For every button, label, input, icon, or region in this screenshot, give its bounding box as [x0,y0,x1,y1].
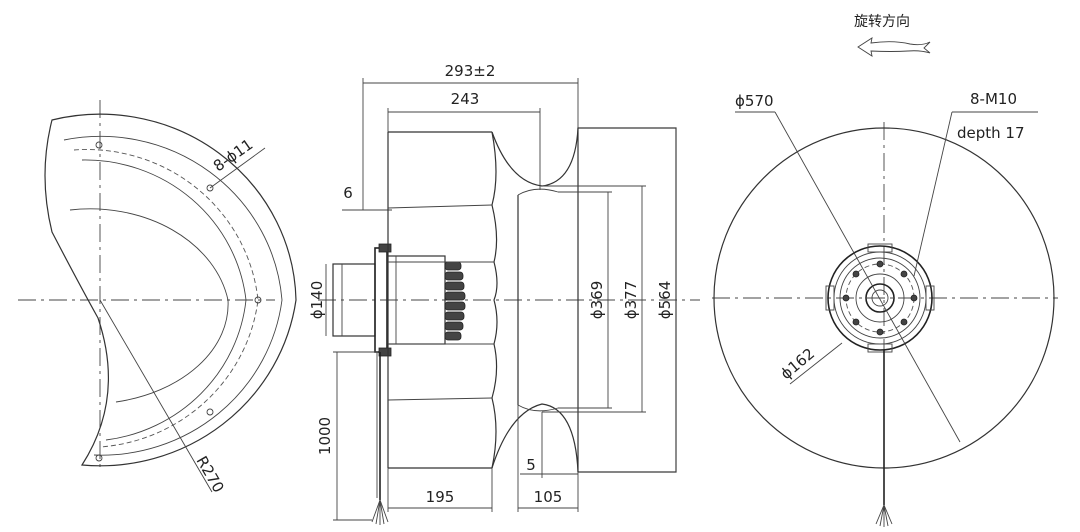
ring-outer-profile [44,113,297,467]
hub-outer-ring [827,245,933,351]
motor-cooling-fins [444,261,466,341]
holes-leader [209,147,266,189]
ring-inner-arc-3 [69,208,229,403]
holes-label: 8-ϕ11 [210,135,256,175]
inlet-lip-bottom [517,404,559,412]
hub-shaft-inner [871,289,889,307]
dia-369-label: ϕ369 [588,281,606,320]
hub-bolt-holes [842,260,918,336]
plate-bolt-bottom [378,347,392,357]
radius-leader [99,299,213,493]
radius-label: R270 [193,453,228,496]
hub-dia-label: ϕ140 [308,281,326,320]
cable-length-label: 1000 [316,417,334,455]
hub-flange-tabs [825,243,935,353]
len-105-label: 105 [534,488,563,506]
overall-length-label: 293±2 [445,62,496,80]
hub-ring-4 [855,273,905,323]
dia-162-label: ϕ162 [777,345,818,384]
side-view: 293±2 243 6 ϕ140 [308,62,700,525]
inlet-bell-bottom [491,403,579,473]
cable-wires [371,499,389,525]
ring-inner-arc-1 [63,135,283,456]
ring-inner-arc-2 [81,159,247,441]
inlet-bell-top [491,127,579,187]
ring-hole-1 [95,141,103,149]
length-243-label: 243 [451,90,480,108]
inlet-lip-top [517,188,559,196]
len-195-label: 195 [426,488,455,506]
ring-pitch-circle [73,149,259,448]
ring-hole-3 [254,296,262,304]
plate-bolt-top [378,243,392,253]
blade-lines [387,204,494,401]
dia-377-label: ϕ377 [622,281,640,320]
ring-hole-4 [206,408,214,416]
depth-label: depth 17 [957,124,1025,142]
offset-6-label: 6 [343,184,353,202]
front-view: ϕ570 8-M10 depth 17 ϕ162 旋转方向 [712,14,1058,527]
dia-570-leader [774,111,961,443]
dia-564-label: ϕ564 [656,281,674,320]
blade-outline [491,131,498,469]
front-cable-wires [875,504,893,527]
thread-leader [913,111,953,277]
hub-shaft [865,283,895,313]
rotation-arrow-icon [857,37,931,57]
inlet-ring-view: 8-ϕ11 R270 [18,100,297,496]
gap-5-label: 5 [526,456,536,474]
dia-162-leader [789,342,843,385]
rotation-label: 旋转方向 [854,14,910,30]
ring-hole-2 [206,184,214,192]
dia-570-label: ϕ570 [735,92,774,110]
hub-ring-3 [839,257,921,339]
thread-label: 8-M10 [970,90,1017,108]
ring-hole-5 [95,454,103,462]
